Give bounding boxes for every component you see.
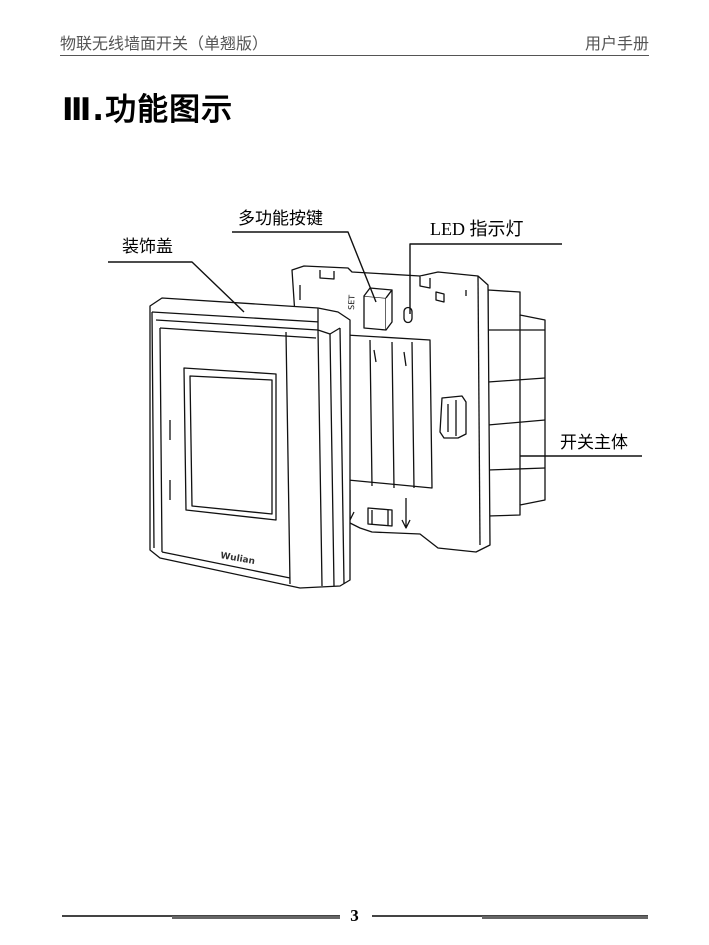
leader-led: [409, 243, 562, 314]
label-led-indicator: LED 指示灯: [430, 219, 524, 239]
leader-button: [232, 231, 377, 303]
label-cover: 装饰盖: [122, 237, 173, 257]
label-switch-body: 开关主体: [560, 433, 628, 453]
decorative-cover: [149, 297, 351, 589]
header-rule: [60, 55, 649, 56]
page-number: 3: [350, 906, 359, 925]
label-multifunction-button: 多功能按键: [238, 209, 323, 229]
footer-rule-left: [62, 915, 340, 919]
footer-rule-right: [372, 915, 648, 919]
leader-cover: [108, 261, 245, 313]
set-label: SET: [347, 295, 357, 310]
leader-lines: [108, 231, 642, 457]
header-title: 物联无线墙面开关（单翘版）: [60, 34, 269, 53]
section-title: Ⅲ.功能图示: [62, 92, 234, 128]
header-doc-type: 用户手册: [584, 34, 649, 53]
